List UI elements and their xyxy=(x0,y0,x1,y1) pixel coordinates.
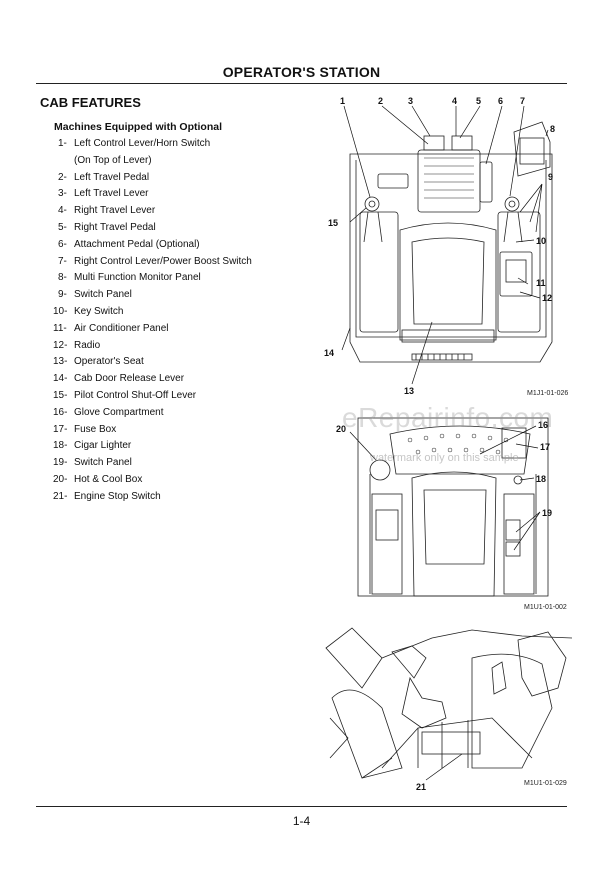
callout-18: 18 xyxy=(536,474,546,484)
figure-code: M1U1-01-029 xyxy=(524,780,567,787)
callout-9: 9 xyxy=(548,172,553,182)
callout-16: 16 xyxy=(538,420,548,430)
watermark: eRepairinfo.com xyxy=(342,402,554,433)
callout-10: 10 xyxy=(536,236,546,246)
list-item: 17-Fuse Box xyxy=(53,423,117,435)
callout-12: 12 xyxy=(542,293,552,303)
list-item: 11-Air Conditioner Panel xyxy=(53,322,169,334)
features-list: 1-Left Control Lever/Horn Switch (On Top… xyxy=(53,136,308,506)
list-item: 7-Right Control Lever/Power Boost Switch xyxy=(58,255,252,267)
list-item: 12-Radio xyxy=(53,339,101,351)
callout-5: 5 xyxy=(476,96,481,106)
list-item: 10-Key Switch xyxy=(53,305,124,317)
list-item: 4-Right Travel Lever xyxy=(58,205,156,217)
list-item: 3-Left Travel Lever xyxy=(58,188,149,200)
callout-21: 21 xyxy=(416,782,426,792)
list-item: 13-Operator's Seat xyxy=(53,356,144,368)
page-title: OPERATOR'S STATION xyxy=(222,64,381,80)
list-item: 8-Multi Function Monitor Panel xyxy=(58,272,201,284)
footer-rule xyxy=(36,806,567,807)
cab-overview-figure: 1 2 3 4 5 6 7 8 9 10 11 12 13 14 15 xyxy=(324,96,555,396)
section-heading: CAB FEATURES xyxy=(40,95,141,110)
header-rule xyxy=(36,83,567,84)
list-item: 15-Pilot Control Shut-Off Lever xyxy=(53,389,197,401)
list-item: 5-Right Travel Pedal xyxy=(58,221,156,233)
list-item: 14-Cab Door Release Lever xyxy=(53,373,185,385)
callout-20: 20 xyxy=(336,424,346,434)
subheading: Machines Equipped with Optional xyxy=(54,121,223,133)
callout-13: 13 xyxy=(404,386,414,396)
list-item: 6-Attachment Pedal (Optional) xyxy=(58,238,200,250)
callout-1: 1 xyxy=(340,96,345,106)
list-item: 1-Left Control Lever/Horn Switch (On Top… xyxy=(58,138,211,166)
list-item: 19-Switch Panel xyxy=(53,457,132,469)
callout-17: 17 xyxy=(540,442,550,452)
figure-code: M1J1-01-026 xyxy=(527,390,569,397)
callout-7: 7 xyxy=(520,96,525,106)
list-item: 21-Engine Stop Switch xyxy=(53,490,161,502)
engine-stop-figure: 21 xyxy=(325,627,572,792)
list-item: 20-Hot & Cool Box xyxy=(53,473,143,485)
callout-4: 4 xyxy=(452,96,457,106)
callout-2: 2 xyxy=(378,96,383,106)
page-number: 1-4 xyxy=(292,814,311,828)
list-item: 2-Left Travel Pedal xyxy=(58,171,150,183)
list-item: 18-Cigar Lighter xyxy=(53,440,132,452)
figure-code: M1U1-01-002 xyxy=(524,604,567,611)
list-item: 16-Glove Compartment xyxy=(53,406,164,418)
callout-6: 6 xyxy=(498,96,503,106)
list-item: 9-Switch Panel xyxy=(58,289,132,301)
callout-3: 3 xyxy=(408,96,413,106)
callout-14: 14 xyxy=(324,348,334,358)
callout-11: 11 xyxy=(536,278,546,288)
callout-19: 19 xyxy=(542,508,552,518)
callout-15: 15 xyxy=(328,218,338,228)
callout-8: 8 xyxy=(550,124,555,134)
watermark-subtext: watermark only on this sample xyxy=(370,452,519,464)
rear-console-figure: 20 16 17 18 19 xyxy=(336,417,552,597)
